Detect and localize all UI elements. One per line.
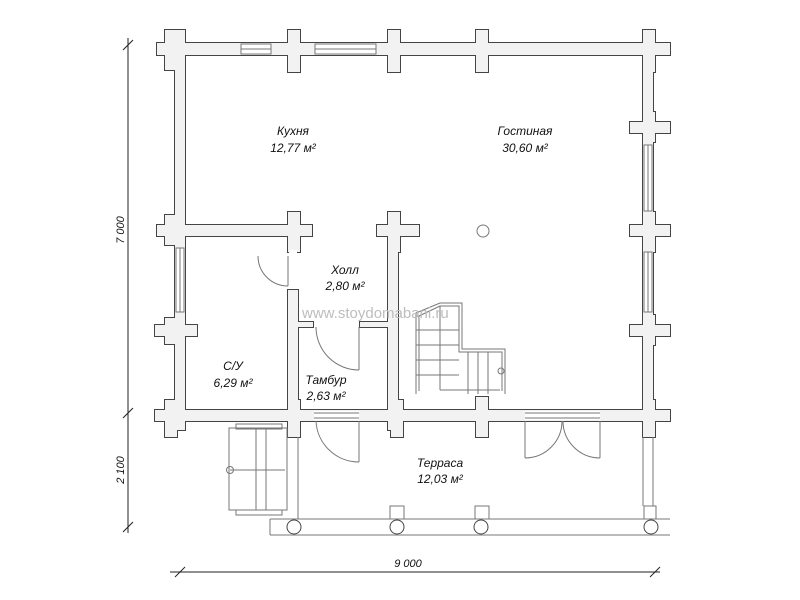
watermark: www.stoydomabani.ru xyxy=(301,305,449,322)
dimension-9000: 9 000 xyxy=(394,558,422,570)
room-name: Тамбур xyxy=(305,373,346,387)
room-tambur: Тамбур 2,63 м² xyxy=(305,373,346,403)
room-name: Гостиная xyxy=(498,124,553,138)
room-name: Терраса xyxy=(417,456,464,470)
windows xyxy=(175,43,653,419)
room-kitchen: Кухня 12,77 м² xyxy=(270,124,317,155)
room-hall: Холл 2,80 м² xyxy=(325,263,366,293)
room-area: 2,63 м² xyxy=(306,389,347,403)
entrance-steps xyxy=(226,423,288,516)
room-name: С/У xyxy=(223,359,244,373)
column xyxy=(476,224,490,238)
room-area: 2,80 м² xyxy=(325,279,366,293)
dimension-lines xyxy=(122,38,661,578)
room-area: 30,60 м² xyxy=(502,141,549,155)
room-bathroom: С/У 6,29 м² xyxy=(214,359,254,390)
room-area: 6,29 м² xyxy=(214,376,254,390)
room-name: Кухня xyxy=(277,124,310,138)
terrace-posts xyxy=(286,519,659,535)
doors xyxy=(257,255,601,463)
room-name: Холл xyxy=(330,263,359,277)
room-area: 12,77 м² xyxy=(270,141,317,155)
dimension-7000: 7 000 xyxy=(115,215,127,243)
room-living: Гостиная 30,60 м² xyxy=(498,124,553,155)
terrace-railing xyxy=(269,437,670,536)
stairs xyxy=(415,302,506,394)
room-terrace: Терраса 12,03 м² xyxy=(417,456,464,486)
room-area: 12,03 м² xyxy=(417,472,464,486)
dimension-2100: 2 100 xyxy=(115,455,127,484)
